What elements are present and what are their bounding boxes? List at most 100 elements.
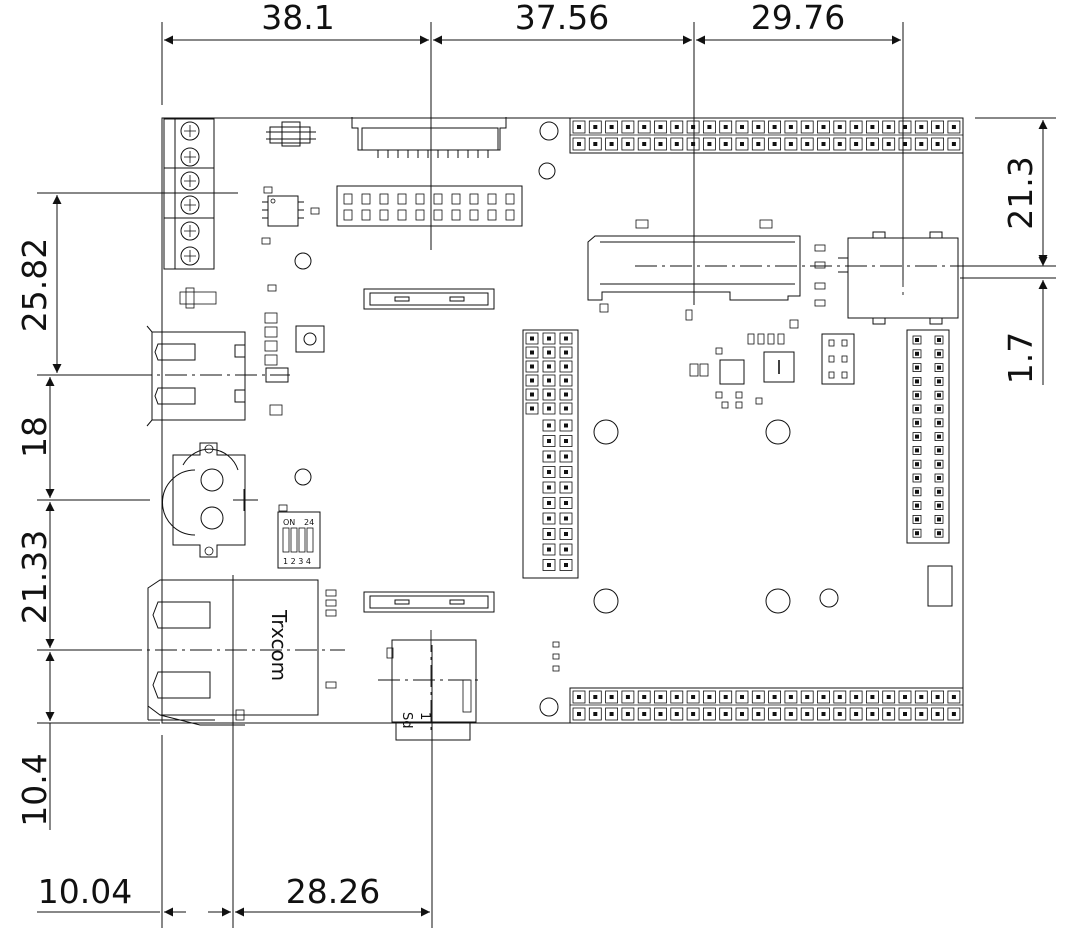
pin-center [723,125,728,129]
pin-center [805,125,810,129]
pin-center [564,364,568,369]
pin-center [674,712,679,716]
sd-card-slot: Sd 1 [386,639,560,741]
pin-pad [605,690,618,704]
pin-center [530,350,534,355]
pin-pad [654,120,667,134]
pin-center [609,142,614,146]
pin-pad [605,120,618,134]
center-lines [120,105,1056,735]
pin-center [564,406,568,411]
pin-pad [751,690,765,704]
pin-pad [800,690,814,704]
pin-pad [898,120,912,134]
pin-pad [914,690,928,704]
pin-pad [542,497,556,509]
b2b-connector-bottom [363,591,495,613]
right-header-pins [912,335,944,538]
pin-center [915,420,919,425]
pin-pad [912,432,922,442]
pin-center [625,142,630,146]
pin-center [740,712,744,716]
pin-pad [719,120,733,134]
pin-center [593,125,598,129]
pin-center [756,142,761,146]
pin-pad [751,707,765,721]
pin-pad [947,690,961,704]
pin-center [805,712,810,716]
pin-center [547,336,551,341]
pin-center [642,712,647,716]
pin-center [915,462,919,467]
pin-pad [670,690,684,704]
pin-center [756,712,761,716]
pin-center [707,142,712,146]
right-vertical-header [906,329,950,544]
pin-pad [934,473,944,483]
pin-pad [588,120,602,134]
pin-pad [559,332,573,345]
pin-pad [912,473,922,483]
pin-center [564,392,568,397]
pin-center [937,462,941,467]
pin-center [937,393,941,398]
dim-bottom-1: 10.04 [38,872,132,911]
pin-center [772,125,777,129]
pin-center [788,142,793,146]
pin-pad [934,528,944,538]
pin-pad [912,390,922,400]
pin-pad [768,137,781,151]
pin-pad [912,363,922,373]
pin-center [870,712,875,716]
pin-center [821,695,826,699]
pin-center [674,125,679,129]
ic-8pin [261,186,320,245]
pin-pad [542,528,556,540]
pin-center [805,695,810,699]
pin-pad [912,335,922,345]
pin-pad [833,707,847,721]
pin-pad [866,120,879,134]
pin-center [772,695,777,699]
pin-pad [931,137,944,151]
pin-center [674,142,679,146]
pin-center [547,378,551,383]
coin-cell-holder [162,442,258,558]
terminal-block [142,118,238,270]
left-small-parts [179,284,325,416]
top-header-pins [572,120,961,151]
middle-vertical-header [522,329,579,579]
pin-pad [542,559,556,571]
pin-pad [882,120,896,134]
pin-pad [525,332,539,345]
pin-pad [542,481,556,494]
pin-pad [559,388,573,401]
pin-pad [559,435,573,447]
pin-center [937,489,941,494]
pin-pad [800,707,814,721]
pin-pad [542,543,556,556]
pin-center [886,142,891,146]
pin-pad [621,690,635,704]
pin-pad [670,120,684,134]
dim-left-3: 21.33 [15,530,54,624]
pin-center [951,712,956,716]
pin-pad [703,707,716,721]
pin-pad [572,120,586,134]
pin-center [530,364,534,369]
pin-pad [934,349,944,359]
pin-pad [882,707,896,721]
pin-pad [735,137,749,151]
dim-left-2: 18 [15,416,54,458]
center-pin-header [336,185,523,227]
pin-pad [654,707,667,721]
pin-center [854,142,859,146]
pin-pad [751,137,765,151]
pin-pad [768,690,781,704]
pin-center [547,364,551,369]
pin-center [658,125,663,129]
pin-pad [621,120,635,134]
pin-center [915,489,919,494]
fpc-connector [351,117,507,158]
pin-pad [934,363,944,373]
